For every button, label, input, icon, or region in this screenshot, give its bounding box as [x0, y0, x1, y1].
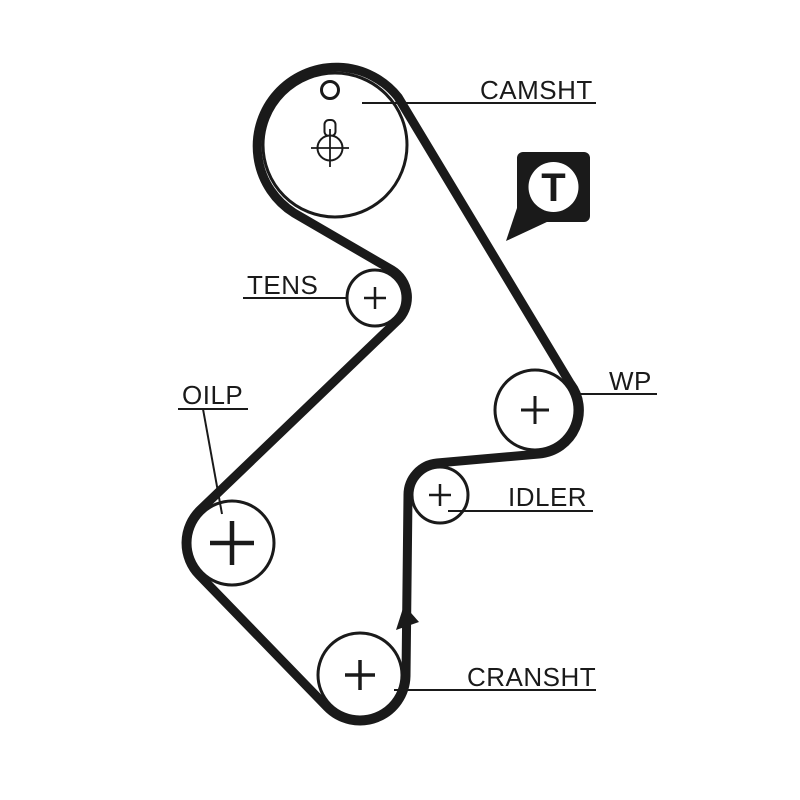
- crankshaft-label: CRANSHT: [467, 662, 596, 692]
- water-pump-label: WP: [609, 366, 652, 396]
- idler-label: IDLER: [508, 482, 587, 512]
- timing-mark-callout: T: [506, 152, 590, 241]
- camshaft-timing-hole: [320, 80, 340, 100]
- crankshaft-pulley: [316, 631, 404, 719]
- oil-pump-pulley: [188, 499, 276, 587]
- crankshaft-timing-arrow-icon: [396, 605, 419, 630]
- tensioner-label: TENS: [247, 270, 318, 300]
- timing-mark-circle: [528, 162, 579, 212]
- water-pump-pulley: [493, 368, 577, 452]
- camshaft-label: CAMSHT: [480, 75, 593, 105]
- timing-mark-tail: [506, 205, 549, 241]
- oil-pump-leader-line: [202, 408, 223, 515]
- tensioner-pulley: [345, 268, 405, 328]
- idler-pulley: [410, 465, 470, 525]
- timing-mark-letter: T: [541, 166, 565, 210]
- timing-belt: [181, 62, 584, 726]
- oil-pump-label: OILP: [182, 380, 243, 410]
- camshaft-pulley: [261, 71, 409, 219]
- camshaft-hub-mark: [311, 119, 349, 167]
